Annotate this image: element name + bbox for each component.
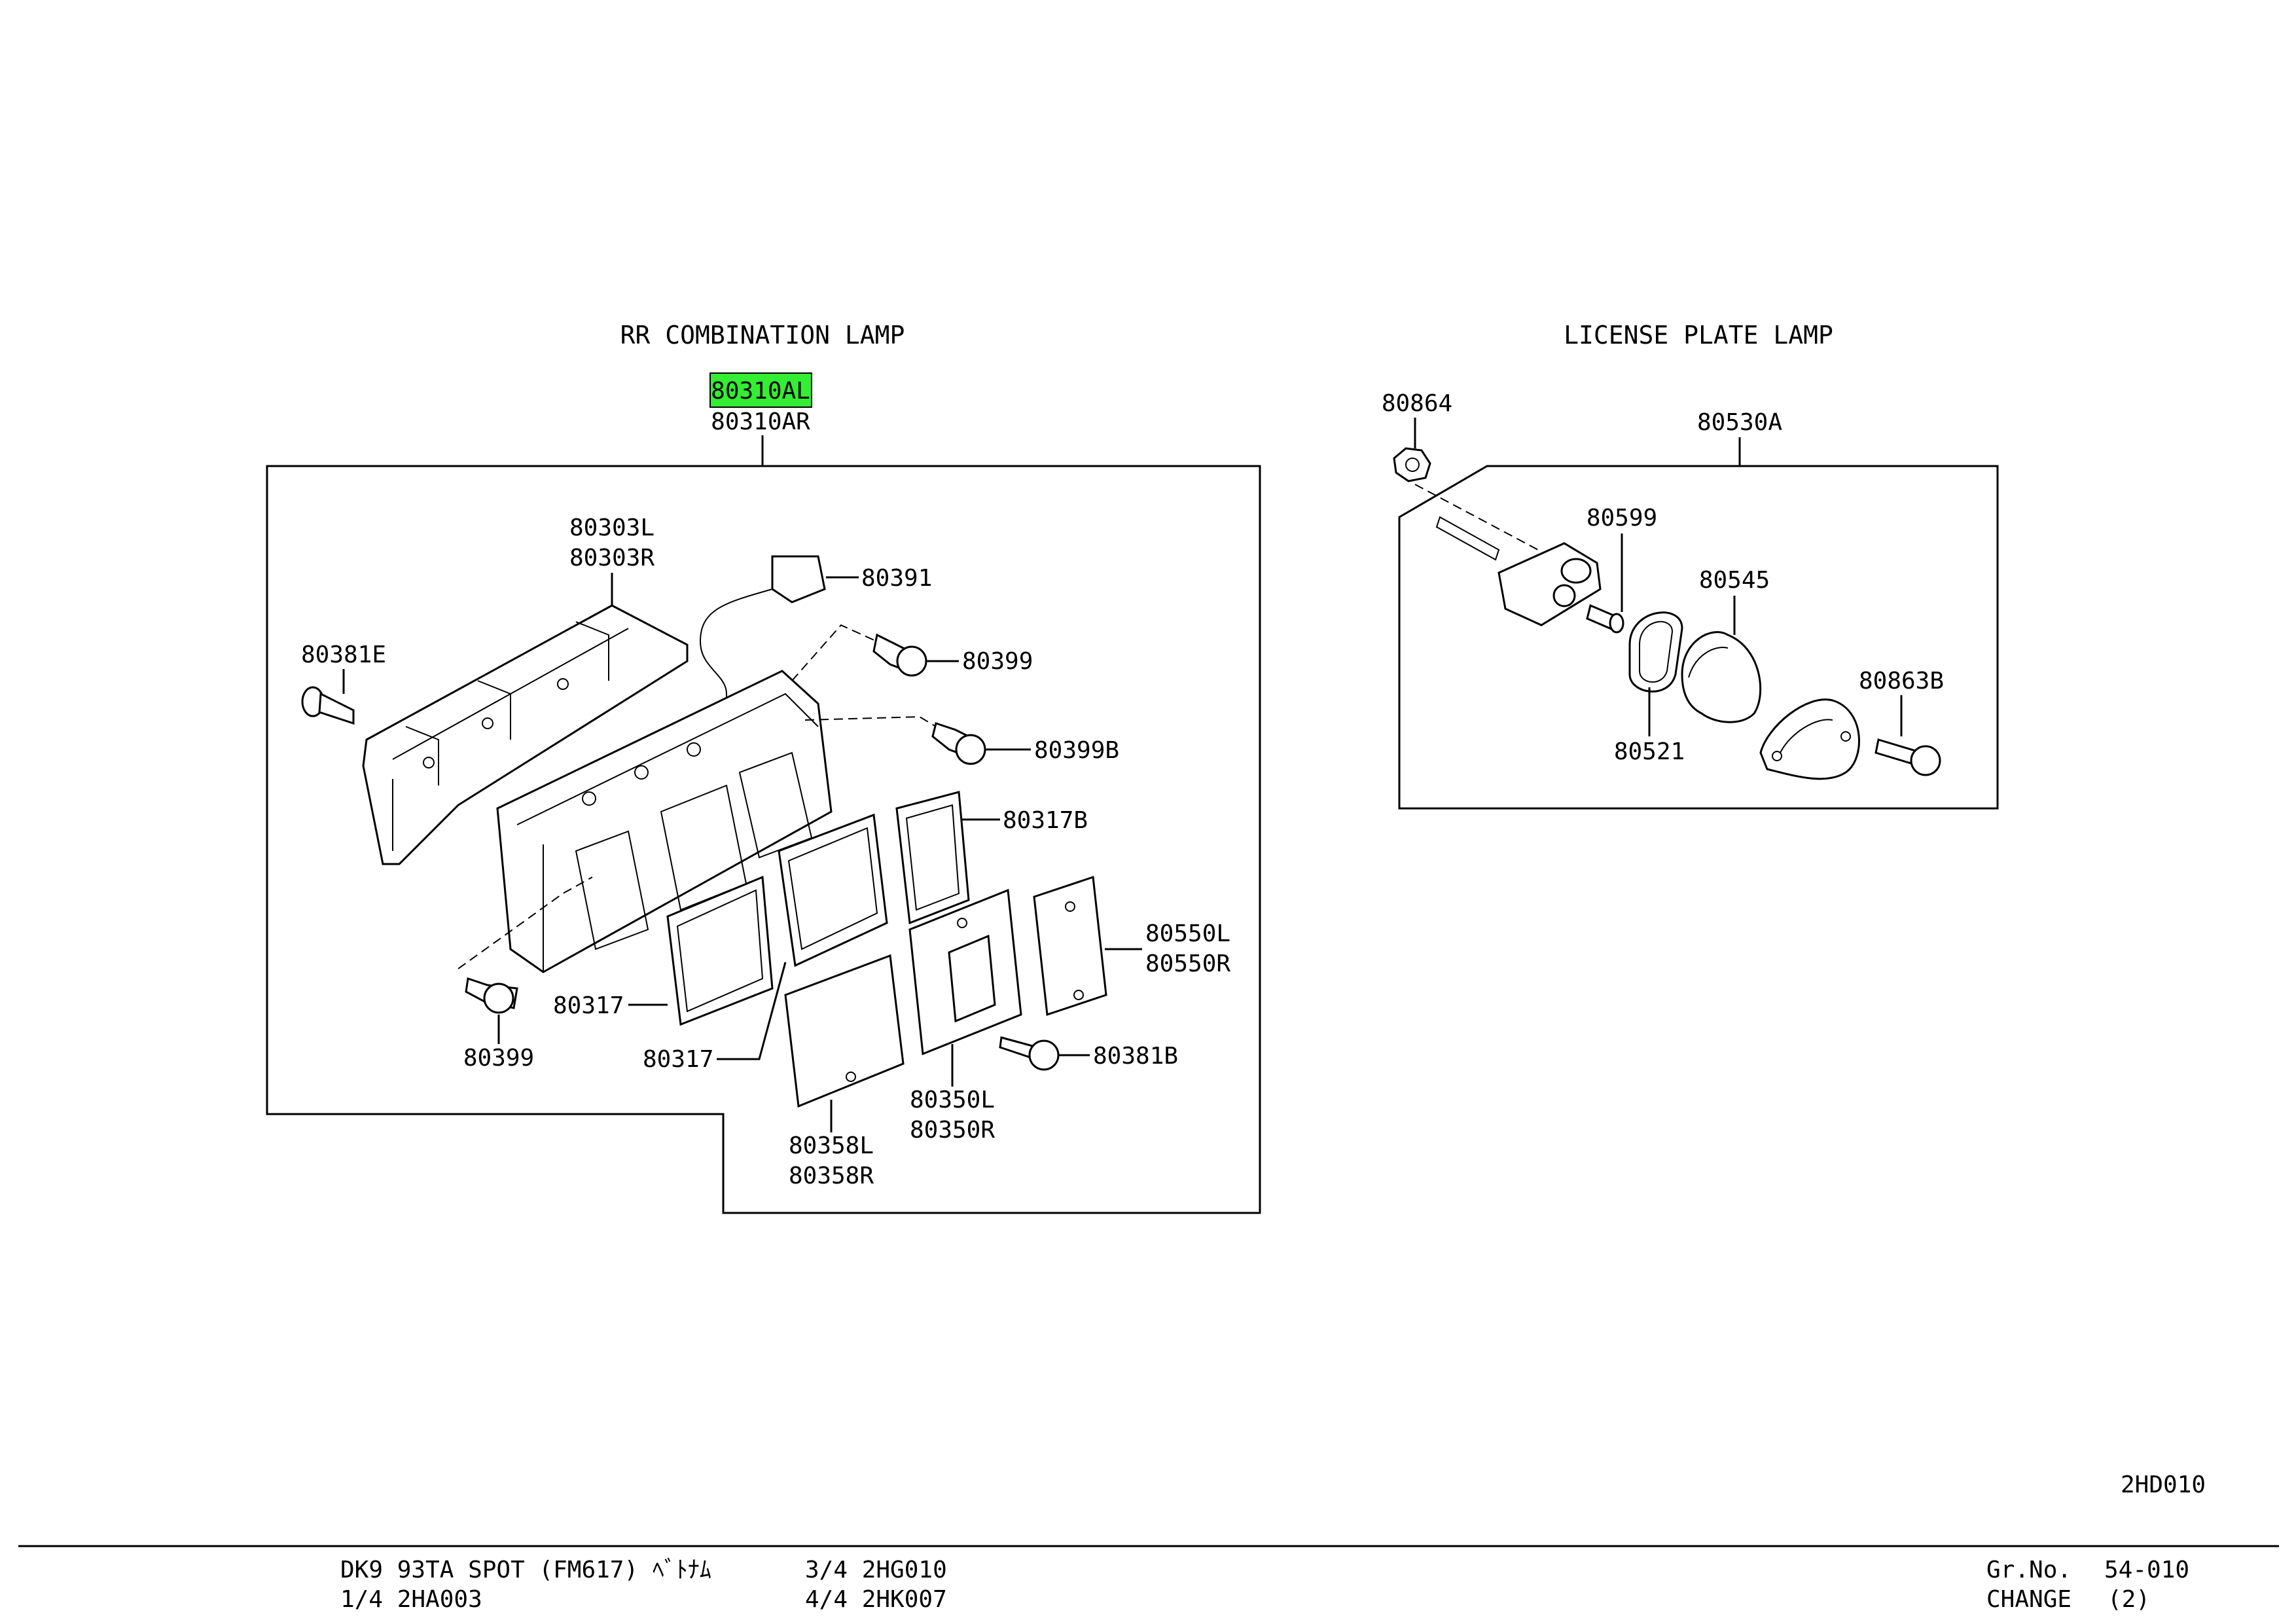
part-label-80310AL[interactable]: 80310AL: [711, 378, 810, 405]
part-label-80399-top[interactable]: 80399: [962, 648, 1033, 675]
gasket-80317B: [895, 791, 970, 925]
lens-80350: [908, 888, 1022, 1056]
part-label-80303R[interactable]: 80303R: [569, 545, 655, 571]
rr-lamp-frame: [266, 465, 1261, 1214]
lens-80545: [1681, 631, 1762, 723]
section-title-license-plate-lamp: LICENSE PLATE LAMP: [1564, 321, 1833, 350]
gr-no-value: 54-010: [2104, 1557, 2189, 1583]
gasket-80317-middle: [778, 813, 888, 967]
part-label-80317-a[interactable]: 80317: [553, 992, 624, 1019]
part-label-80545[interactable]: 80545: [1699, 567, 1770, 594]
change-value: (2): [2108, 1586, 2150, 1613]
part-label-80521[interactable]: 80521: [1614, 738, 1685, 765]
part-label-80550R[interactable]: 80550R: [1145, 950, 1230, 977]
screw-80863B: [1874, 738, 1941, 776]
leader-80317-b: [717, 962, 787, 1060]
part-label-80358L[interactable]: 80358L: [789, 1132, 874, 1159]
part-label-80358R[interactable]: 80358R: [789, 1163, 874, 1189]
part-label-80317-b[interactable]: 80317: [643, 1046, 713, 1073]
bolt-80381E: [301, 686, 355, 725]
part-label-80317B[interactable]: 80317B: [1003, 807, 1088, 834]
gasket-80521: [1628, 611, 1683, 693]
footer-ref-4of4: 4/4 2HK007: [805, 1586, 947, 1613]
part-label-80350L[interactable]: 80350L: [910, 1087, 995, 1113]
part-label-80391[interactable]: 80391: [861, 565, 932, 592]
part-label-80399-bottom[interactable]: 80399: [463, 1045, 534, 1072]
connector-80391: [699, 555, 826, 720]
footer-model-line: DK9 93TA SPOT (FM617) ﾍﾞﾄﾅﾑ: [340, 1557, 711, 1583]
bulb-80399-top: [791, 624, 927, 681]
lens-80358: [784, 954, 905, 1108]
part-label-80303L[interactable]: 80303L: [569, 514, 655, 541]
part-label-80381B[interactable]: 80381B: [1093, 1043, 1178, 1070]
part-label-80310AR[interactable]: 80310AR: [711, 408, 810, 435]
change-label: CHANGE: [1986, 1586, 2072, 1613]
footer-ref-3of4: 3/4 2HG010: [805, 1557, 947, 1583]
part-label-80863B[interactable]: 80863B: [1859, 668, 1944, 695]
lens-80550: [1033, 875, 1107, 1017]
part-label-80599[interactable]: 80599: [1587, 505, 1657, 532]
socket-assembly-80530A: [1414, 484, 1602, 626]
part-label-80399B[interactable]: 80399B: [1034, 737, 1119, 764]
bracket-80303: [362, 604, 689, 865]
part-label-80864[interactable]: 80864: [1382, 390, 1452, 417]
section-title-rr-combination-lamp: RR COMBINATION LAMP: [620, 321, 905, 350]
gr-no-label: Gr.No.: [1986, 1557, 2072, 1583]
lamp-cover: [1759, 698, 1860, 780]
part-label-80530A[interactable]: 80530A: [1697, 409, 1782, 436]
screw-80381B: [999, 1036, 1060, 1071]
part-label-80350R[interactable]: 80350R: [910, 1117, 995, 1144]
bulb-80399-bottom: [457, 876, 593, 1014]
gasket-80317-left: [666, 875, 774, 1026]
nut-80864: [1393, 447, 1431, 482]
part-label-80381E[interactable]: 80381E: [301, 641, 386, 668]
license-lamp-frame: [1398, 465, 1999, 810]
highlight-80310AL: [709, 372, 812, 408]
bulb-80599: [1586, 604, 1624, 634]
part-label-80550L[interactable]: 80550L: [1145, 920, 1230, 947]
page-code: 2HD010: [2121, 1471, 2206, 1498]
bulb-80399B: [804, 715, 986, 765]
footer-ref-1of4: 1/4 2HA003: [340, 1586, 482, 1613]
